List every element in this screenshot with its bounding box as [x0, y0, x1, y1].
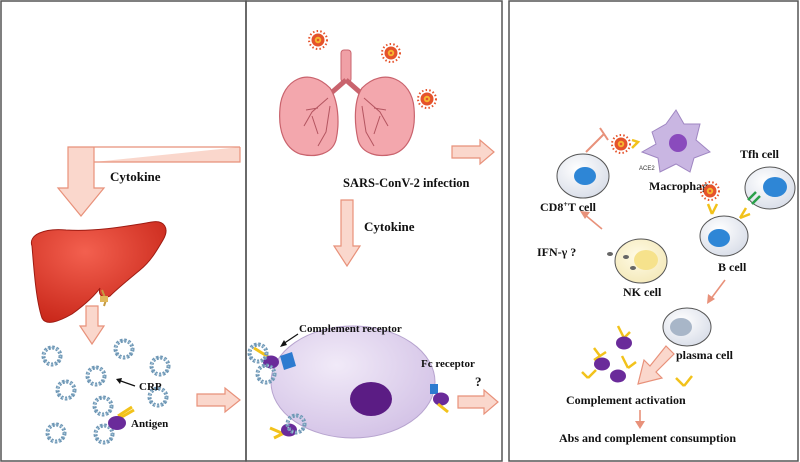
- complement-pointer: [282, 333, 299, 345]
- crp-molecule: [85, 365, 107, 387]
- ace2-receptor-icon: [631, 138, 641, 149]
- crp-molecule: [93, 423, 115, 445]
- bcell-to-plasma-arrow: [709, 279, 726, 301]
- center-to-right-arrow: [451, 138, 495, 166]
- plasma-to-complement-arrow: [637, 345, 675, 385]
- complement-receptor-icon: [247, 342, 296, 385]
- antibody-complex-icon: [269, 413, 307, 440]
- nk-granule: [623, 255, 629, 259]
- tfh-label: Tfh cell: [740, 147, 780, 161]
- crp-molecule: [45, 422, 67, 444]
- crp-molecule: [92, 395, 114, 417]
- crp-molecule: [55, 379, 77, 401]
- cytokine-bent-arrow: [56, 146, 241, 217]
- tfh-cell: [744, 166, 796, 210]
- nk-to-cd8-arrowhead: [580, 211, 590, 219]
- cell-nucleus: [350, 382, 392, 416]
- complement-pointer-head: [280, 340, 287, 347]
- lungs-icon: [279, 49, 415, 157]
- cytokine-center-label: Cytokine: [364, 219, 415, 234]
- nk-granule: [630, 266, 636, 270]
- antigen-label: Antigen: [131, 418, 168, 430]
- fc-receptor-icon: [430, 384, 449, 414]
- plasma-cell: [662, 307, 712, 347]
- b-cell: [699, 203, 751, 257]
- crp-label: CRP: [139, 381, 162, 393]
- ace2-label: ACE2: [639, 166, 655, 172]
- liver-down-arrow: [78, 305, 106, 346]
- crp-pointer-head: [116, 378, 122, 384]
- fc-receptor-label: Fc receptor: [421, 358, 475, 370]
- right-panel-border: [508, 0, 799, 462]
- center-bottom-arrow: [457, 388, 499, 416]
- antigen-icon: [108, 405, 135, 430]
- left-to-center-arrow: [196, 386, 241, 414]
- sars-label: SARS-ConV-2 infection: [343, 176, 470, 190]
- complement-down-arrowhead: [635, 421, 645, 429]
- macrophage-cell: [640, 109, 711, 173]
- cytokine-left-label: Cytokine: [110, 169, 161, 184]
- ifn-label: IFN-γ ?: [537, 245, 576, 259]
- crp-molecule: [113, 338, 135, 360]
- complement-receptor-label: Complement receptor: [299, 323, 402, 335]
- bcell-to-plasma-arrowhead: [707, 294, 715, 304]
- antibody-complexes: [581, 325, 693, 387]
- plasma-label: plasma cell: [676, 348, 734, 362]
- virus-icon: [417, 89, 437, 109]
- macrophage-label: Macrophage: [649, 179, 714, 193]
- virus-icon: [611, 134, 631, 154]
- nk-label: NK cell: [623, 285, 662, 299]
- center-panel-border: [245, 0, 503, 462]
- cd8-t-cell: [556, 153, 610, 199]
- virus-icon: [308, 30, 328, 50]
- center-down-arrow: [332, 199, 362, 268]
- crp-molecule: [149, 355, 171, 377]
- bcell-label: B cell: [718, 260, 747, 274]
- nk-to-cd8-arrow: [583, 213, 603, 230]
- phagocyte-cell: [270, 325, 436, 439]
- cd8-label: CD8+T cell: [540, 200, 597, 215]
- abs-consumption-label: Abs and complement consumption: [559, 431, 736, 445]
- inhibition-line: [585, 127, 609, 153]
- complement-activation-label: Complement activation: [566, 393, 686, 407]
- ifn-granule: [607, 252, 613, 256]
- liver-icon: [30, 221, 167, 323]
- crp-molecule: [41, 345, 63, 367]
- virus-icon: [381, 43, 401, 63]
- fc-question-label: ?: [475, 374, 482, 389]
- nk-cell: [607, 238, 668, 284]
